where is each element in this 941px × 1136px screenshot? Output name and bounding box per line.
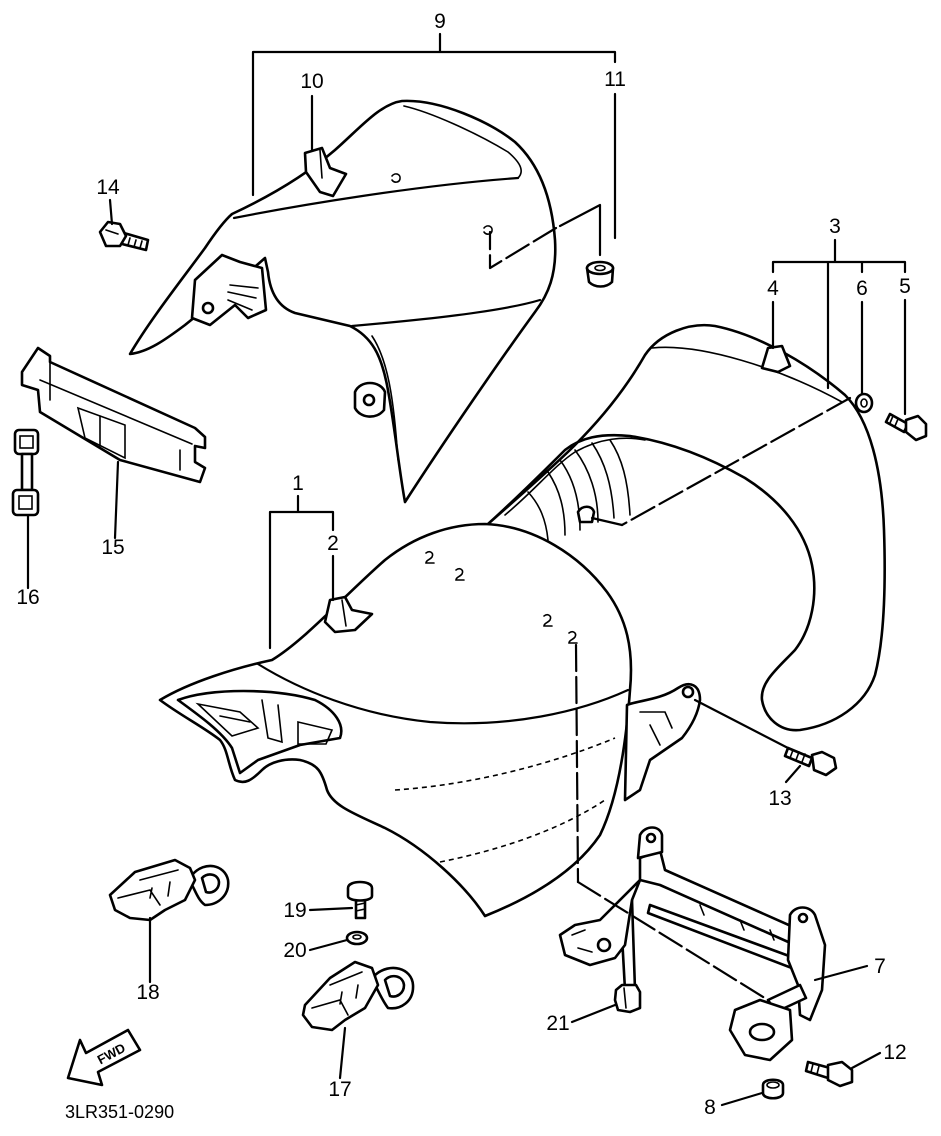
callout-9: 9 — [434, 10, 446, 33]
part-19-bolt — [346, 880, 374, 920]
callout-5: 5 — [899, 275, 911, 298]
callout-7: 7 — [874, 955, 886, 978]
part-20-washer — [345, 930, 369, 946]
part-3-rear-cover — [486, 323, 887, 732]
part-8-nut — [761, 1078, 785, 1100]
part-21-clip — [613, 983, 642, 1014]
callout-1: 1 — [292, 472, 304, 495]
part-12-bolt — [804, 1060, 854, 1088]
figure-code: 3LR351-0290 — [65, 1102, 174, 1122]
part-4-tab — [760, 344, 792, 374]
callout-20: 20 — [283, 939, 306, 962]
callout-10: 10 — [300, 70, 323, 93]
part-18-seat-lock — [108, 858, 230, 922]
callout-6: 6 — [856, 277, 868, 300]
part-15-bracket — [20, 346, 207, 484]
part-5-bolt — [884, 412, 928, 442]
part-14-bolt — [98, 220, 150, 252]
fwd-arrow-icon: FWD — [66, 1028, 142, 1087]
callout-18: 18 — [136, 981, 159, 1004]
callout-4: 4 — [767, 277, 779, 300]
part-7-seat-frame-bracket — [558, 826, 827, 1062]
callout-13: 13 — [768, 787, 791, 810]
part-10-seat-tab — [303, 146, 348, 198]
part-16-band — [11, 428, 40, 517]
part-9-pillion-seat — [128, 99, 557, 504]
callout-19: 19 — [283, 899, 306, 922]
callout-2: 2 — [327, 532, 339, 555]
callout-12: 12 — [883, 1041, 906, 1064]
part-13-bolt — [783, 746, 838, 777]
part-17-seat-lock — [301, 960, 415, 1032]
callout-15: 15 — [101, 536, 124, 559]
leader-lines — [26, 32, 907, 1107]
callout-8: 8 — [704, 1096, 716, 1119]
part-1-front-seat — [158, 522, 702, 918]
callout-16: 16 — [16, 586, 39, 609]
callout-11: 11 — [604, 68, 626, 91]
part-11-grommet — [585, 260, 615, 288]
callout-3: 3 — [829, 215, 841, 238]
callout-21: 21 — [546, 1012, 569, 1035]
part-6-washer — [854, 392, 874, 414]
callout-14: 14 — [96, 176, 120, 199]
callout-17: 17 — [328, 1078, 351, 1101]
